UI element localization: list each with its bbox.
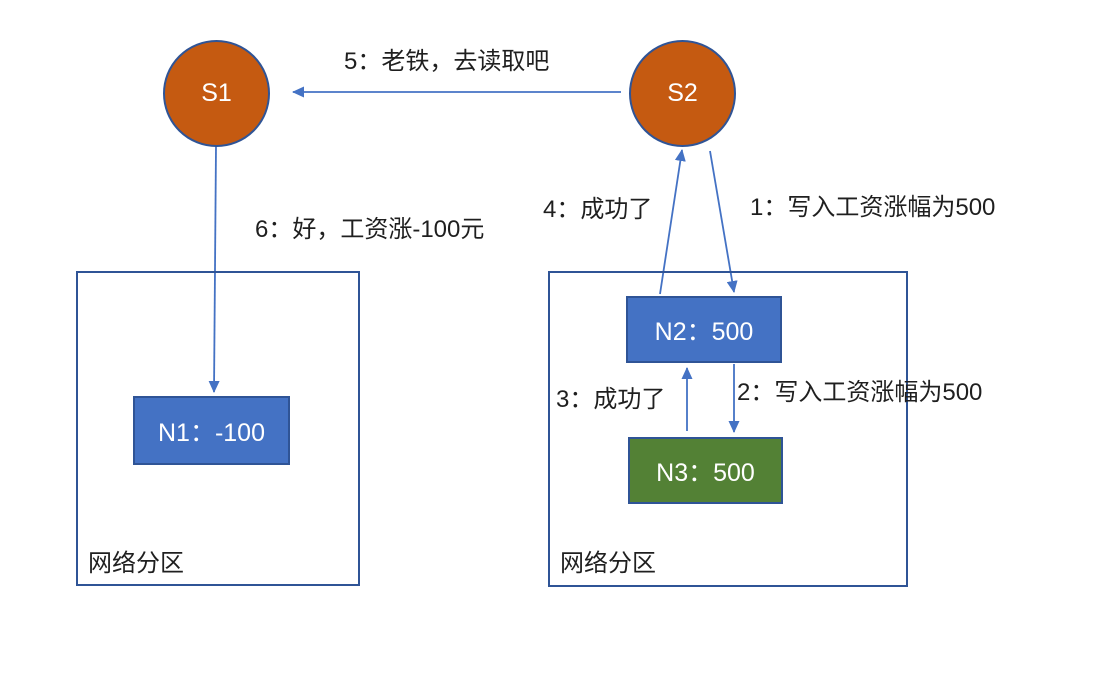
- node-n2-label: N2：500: [654, 317, 754, 346]
- partition-right-label: 网络分区: [560, 550, 656, 577]
- server-node-s1: S1: [163, 40, 270, 147]
- network-partition-left: [76, 271, 360, 586]
- node-n3-label: N3：500: [656, 458, 755, 487]
- partition-left-label: 网络分区: [88, 550, 184, 577]
- message-1-label: 1：写入工资涨幅为500: [750, 194, 996, 221]
- message-5-label: 5：老铁，去读取吧: [344, 48, 550, 75]
- server-node-s2: S2: [629, 40, 736, 147]
- server-s1-label: S1: [201, 79, 232, 107]
- data-node-n1: N1：-100: [133, 396, 290, 465]
- message-2-label: 2：写入工资涨幅为500: [737, 379, 983, 406]
- message-6-label: 6：好，工资涨-100元: [255, 216, 485, 243]
- server-s2-label: S2: [667, 79, 698, 107]
- data-node-n2: N2：500: [626, 296, 782, 363]
- data-node-n3: N3：500: [628, 437, 783, 504]
- network-partition-right: [548, 271, 908, 587]
- message-4-label: 4：成功了: [543, 196, 653, 223]
- message-3-label: 3：成功了: [556, 386, 666, 413]
- node-n1-label: N1：-100: [158, 418, 265, 447]
